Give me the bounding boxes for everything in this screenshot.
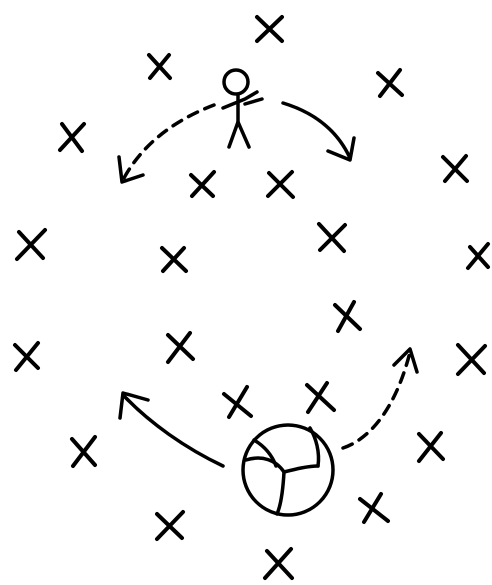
x-marker bbox=[378, 70, 402, 96]
x-marker bbox=[360, 494, 388, 522]
ball bbox=[243, 425, 333, 515]
x-marker bbox=[268, 172, 293, 197]
x-marker bbox=[319, 224, 345, 251]
x-marker bbox=[60, 124, 84, 151]
x-marker bbox=[443, 156, 467, 181]
arrow-dashed-right bbox=[343, 349, 417, 448]
ball-seam bbox=[246, 458, 284, 472]
stick-figure-legs bbox=[229, 122, 249, 147]
x-marker bbox=[307, 383, 334, 412]
x-marker bbox=[157, 512, 183, 539]
stick-figure-arms bbox=[223, 92, 262, 108]
x-marker bbox=[265, 549, 292, 578]
ball-seam bbox=[254, 440, 276, 466]
ball-seam bbox=[277, 472, 284, 514]
x-marker bbox=[17, 230, 45, 259]
stick-figure-head bbox=[224, 70, 248, 94]
arrow-solid-right bbox=[283, 103, 354, 160]
x-marker bbox=[468, 244, 488, 268]
x-marker bbox=[149, 55, 170, 78]
x-marker bbox=[15, 343, 38, 370]
x-marker bbox=[224, 387, 251, 417]
x-marker bbox=[72, 437, 95, 466]
arrow-dashed-left bbox=[119, 105, 214, 182]
x-marker bbox=[335, 302, 360, 331]
x-marker bbox=[162, 248, 186, 271]
x-marker bbox=[419, 433, 443, 461]
ball-seam bbox=[284, 466, 318, 472]
x-marker bbox=[168, 333, 193, 362]
x-marker bbox=[458, 345, 485, 374]
stick-figure bbox=[223, 70, 262, 147]
x-marker bbox=[191, 172, 214, 196]
arrow-solid-left bbox=[120, 393, 223, 466]
x-marker bbox=[257, 17, 282, 41]
